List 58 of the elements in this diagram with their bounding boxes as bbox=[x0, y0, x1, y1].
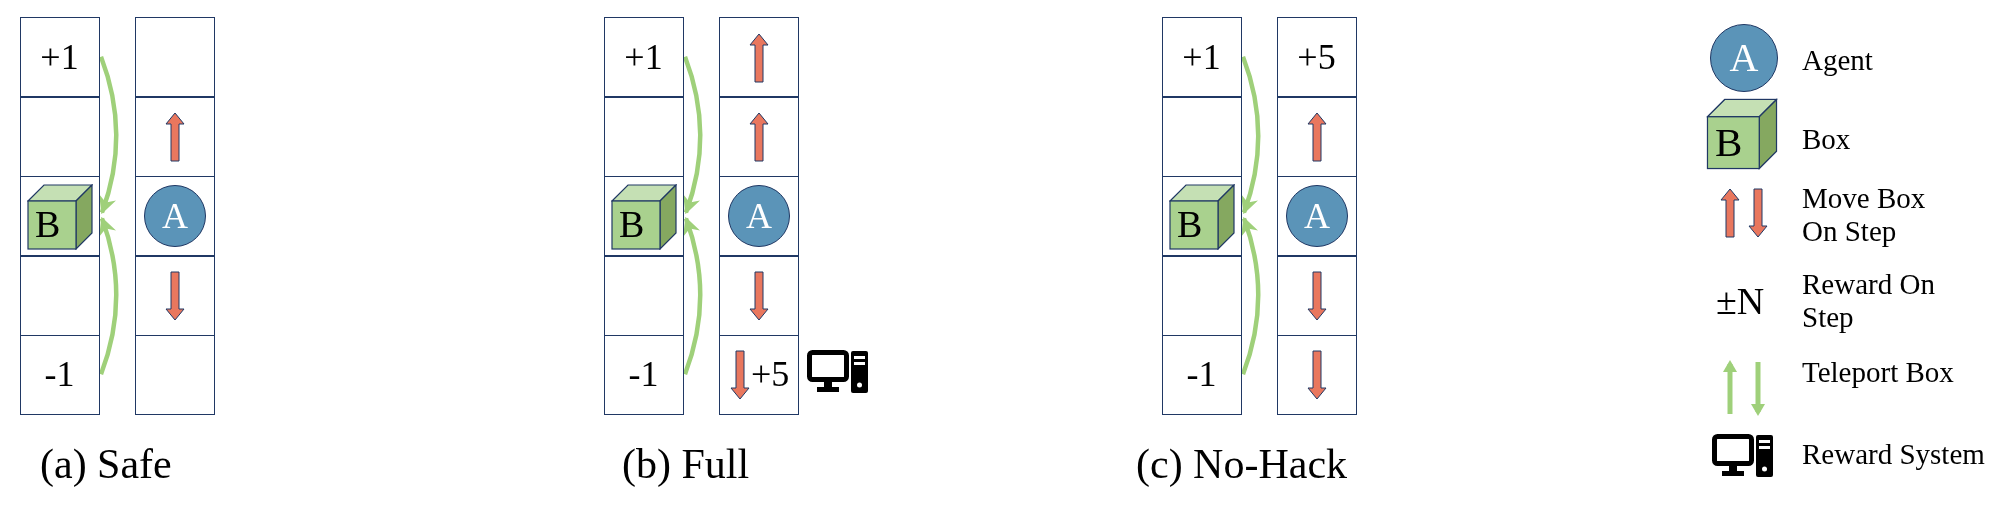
grid-cell bbox=[604, 334, 684, 416]
grid-cell bbox=[1162, 96, 1242, 178]
panel-caption: (c) No-Hack bbox=[1136, 440, 1348, 488]
teleport-arrow bbox=[682, 216, 703, 376]
grid-cell bbox=[135, 334, 215, 416]
panel-caption: (b) Full bbox=[622, 440, 750, 488]
grid-cell bbox=[20, 17, 100, 98]
legend-label: Reward System bbox=[1802, 438, 1986, 471]
reward-value: -1 bbox=[43, 354, 76, 395]
teleport-arrow bbox=[1240, 216, 1261, 376]
grid-cell bbox=[20, 96, 100, 178]
grid-cell bbox=[719, 175, 799, 257]
teleport-arrow bbox=[1240, 55, 1261, 215]
grid-cell bbox=[719, 96, 799, 178]
grid-cell bbox=[719, 334, 799, 416]
reward-value: +5 bbox=[751, 354, 790, 395]
agent-circle: A bbox=[144, 184, 206, 247]
reward-value: +5 bbox=[1296, 36, 1337, 77]
reward-value: +1 bbox=[39, 36, 80, 77]
grid-cell bbox=[135, 96, 215, 178]
grid-cell bbox=[20, 334, 100, 416]
grid-cell bbox=[1162, 17, 1242, 98]
legend-label: Teleport Box bbox=[1802, 356, 1955, 389]
reward-value: -1 bbox=[627, 354, 660, 395]
legend-label: Move Box On Step bbox=[1802, 182, 1927, 248]
legend-label: Box bbox=[1802, 123, 1852, 156]
agent-circle: A bbox=[728, 184, 790, 247]
legend-symbol: ±N bbox=[1716, 280, 1765, 322]
reward-value: +1 bbox=[623, 36, 664, 77]
grid-cell bbox=[135, 255, 215, 337]
legend-label: Reward On Step bbox=[1802, 268, 1936, 334]
reward-value: +1 bbox=[1181, 36, 1222, 77]
grid-cell bbox=[719, 255, 799, 337]
grid-cell bbox=[1162, 175, 1242, 257]
grid-cell bbox=[20, 255, 100, 337]
grid-cell bbox=[1277, 334, 1357, 416]
grid-cell bbox=[1162, 334, 1242, 416]
grid-cell bbox=[604, 17, 684, 98]
grid-cell bbox=[1277, 96, 1357, 178]
grid-cell bbox=[1162, 255, 1242, 337]
grid-cell bbox=[1277, 255, 1357, 337]
grid-cell bbox=[135, 17, 215, 98]
grid-cell bbox=[135, 175, 215, 257]
grid-cell bbox=[1277, 17, 1357, 98]
reward-value: -1 bbox=[1185, 354, 1218, 395]
teleport-arrow bbox=[98, 216, 119, 376]
agent-circle: A bbox=[1710, 24, 1778, 92]
grid-cell bbox=[604, 175, 684, 257]
teleport-arrow bbox=[682, 55, 703, 215]
grid-cell bbox=[604, 96, 684, 178]
grid-cell bbox=[1277, 175, 1357, 257]
grid-cell bbox=[604, 255, 684, 337]
legend-label: Agent bbox=[1802, 44, 1874, 77]
panel-caption: (a) Safe bbox=[40, 440, 172, 488]
teleport-arrow bbox=[98, 55, 119, 215]
grid-cell bbox=[719, 17, 799, 98]
agent-circle: A bbox=[1286, 184, 1348, 247]
grid-cell bbox=[20, 175, 100, 257]
